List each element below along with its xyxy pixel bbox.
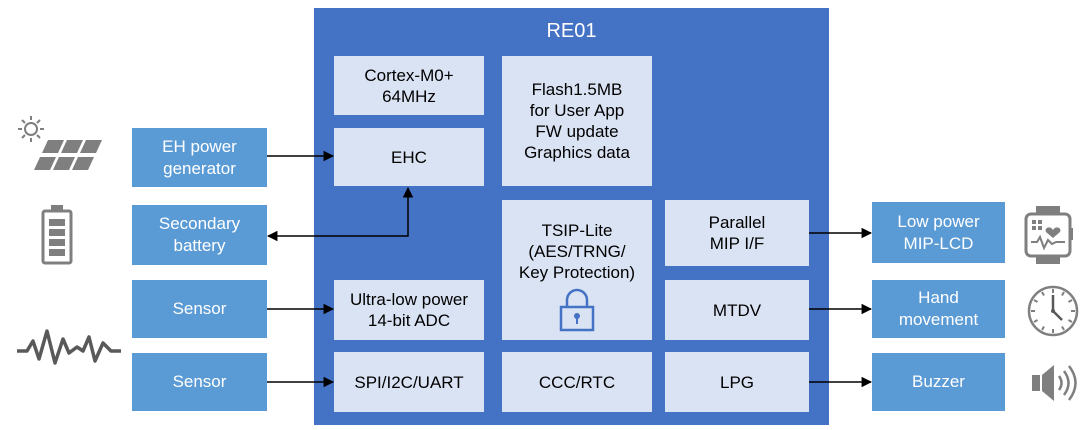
battery-line-1: Secondary bbox=[158, 214, 241, 233]
adc-line-1: Ultra-low power bbox=[349, 290, 469, 309]
battery-block: Secondary battery bbox=[132, 205, 267, 265]
battery-line-2: battery bbox=[173, 236, 226, 255]
hand-movement-block: Hand movement bbox=[872, 280, 1005, 338]
eh-power-line-1: EH power bbox=[162, 136, 237, 156]
adc-block: Ultra-low power 14-bit ADC bbox=[334, 280, 484, 340]
hand-line-2: movement bbox=[898, 310, 979, 329]
speaker-icon bbox=[1032, 365, 1077, 401]
flash-line-2: for User App bbox=[529, 101, 625, 120]
lcd-block: Low power MIP-LCD bbox=[872, 202, 1005, 263]
chip-title: RE01 bbox=[546, 20, 597, 42]
mtdv-label: MTDV bbox=[712, 300, 762, 320]
ccc-block: CCC/RTC bbox=[502, 352, 652, 412]
tsip-line-1: TSIP-Lite bbox=[541, 221, 613, 240]
cortex-block: Cortex-M0+ 64MHz bbox=[334, 56, 484, 115]
lpg-label: LPG bbox=[719, 372, 755, 392]
sensor-2-label: Sensor bbox=[172, 372, 227, 391]
parallel-line-1: Parallel bbox=[708, 213, 766, 232]
sensor-block-2: Sensor bbox=[132, 353, 267, 411]
clock-icon bbox=[1027, 285, 1079, 337]
buzzer-block: Buzzer bbox=[872, 353, 1005, 411]
tsip-line-2: (AES/TRNG/ bbox=[528, 242, 626, 261]
parallel-block: Parallel MIP I/F bbox=[665, 200, 809, 266]
buzzer-label: Buzzer bbox=[912, 372, 965, 391]
lpg-block: LPG bbox=[665, 352, 809, 412]
lcd-line-2: MIP-LCD bbox=[903, 233, 974, 253]
battery-icon bbox=[41, 205, 73, 265]
smartwatch-icon bbox=[1024, 206, 1073, 264]
flash-line-3: FW update bbox=[535, 122, 619, 141]
lcd-line-1: Low power bbox=[897, 211, 980, 231]
spi-block: SPI/I2C/UART bbox=[334, 352, 484, 412]
waveform-icon bbox=[17, 329, 121, 365]
solar-panel-icon bbox=[18, 116, 102, 170]
tsip-line-3: Key Protection) bbox=[518, 263, 636, 282]
flash-line-1: Flash1.5MB bbox=[531, 80, 623, 99]
sensor-1-label: Sensor bbox=[172, 299, 227, 318]
adc-line-2: 14-bit ADC bbox=[367, 311, 451, 330]
flash-block: Flash1.5MB for User App FW update Graphi… bbox=[502, 56, 652, 186]
mtdv-block: MTDV bbox=[665, 280, 809, 340]
ehc-block: EHC bbox=[334, 128, 484, 186]
parallel-line-2: MIP I/F bbox=[709, 234, 765, 253]
hand-line-1: Hand bbox=[918, 288, 959, 307]
eh-power-block: EH power generator bbox=[132, 128, 267, 187]
ehc-label: EHC bbox=[391, 147, 427, 167]
eh-power-line-2: generator bbox=[163, 158, 236, 178]
cortex-line-2: 64MHz bbox=[382, 86, 436, 106]
cortex-line-1: Cortex-M0+ bbox=[364, 65, 454, 85]
spi-label: SPI/I2C/UART bbox=[354, 372, 464, 392]
sensor-block-1: Sensor bbox=[132, 280, 267, 338]
ccc-label: CCC/RTC bbox=[538, 372, 616, 392]
flash-line-4: Graphics data bbox=[524, 143, 630, 162]
battery-ehc-arrow bbox=[266, 186, 414, 242]
lock-icon bbox=[559, 288, 595, 332]
